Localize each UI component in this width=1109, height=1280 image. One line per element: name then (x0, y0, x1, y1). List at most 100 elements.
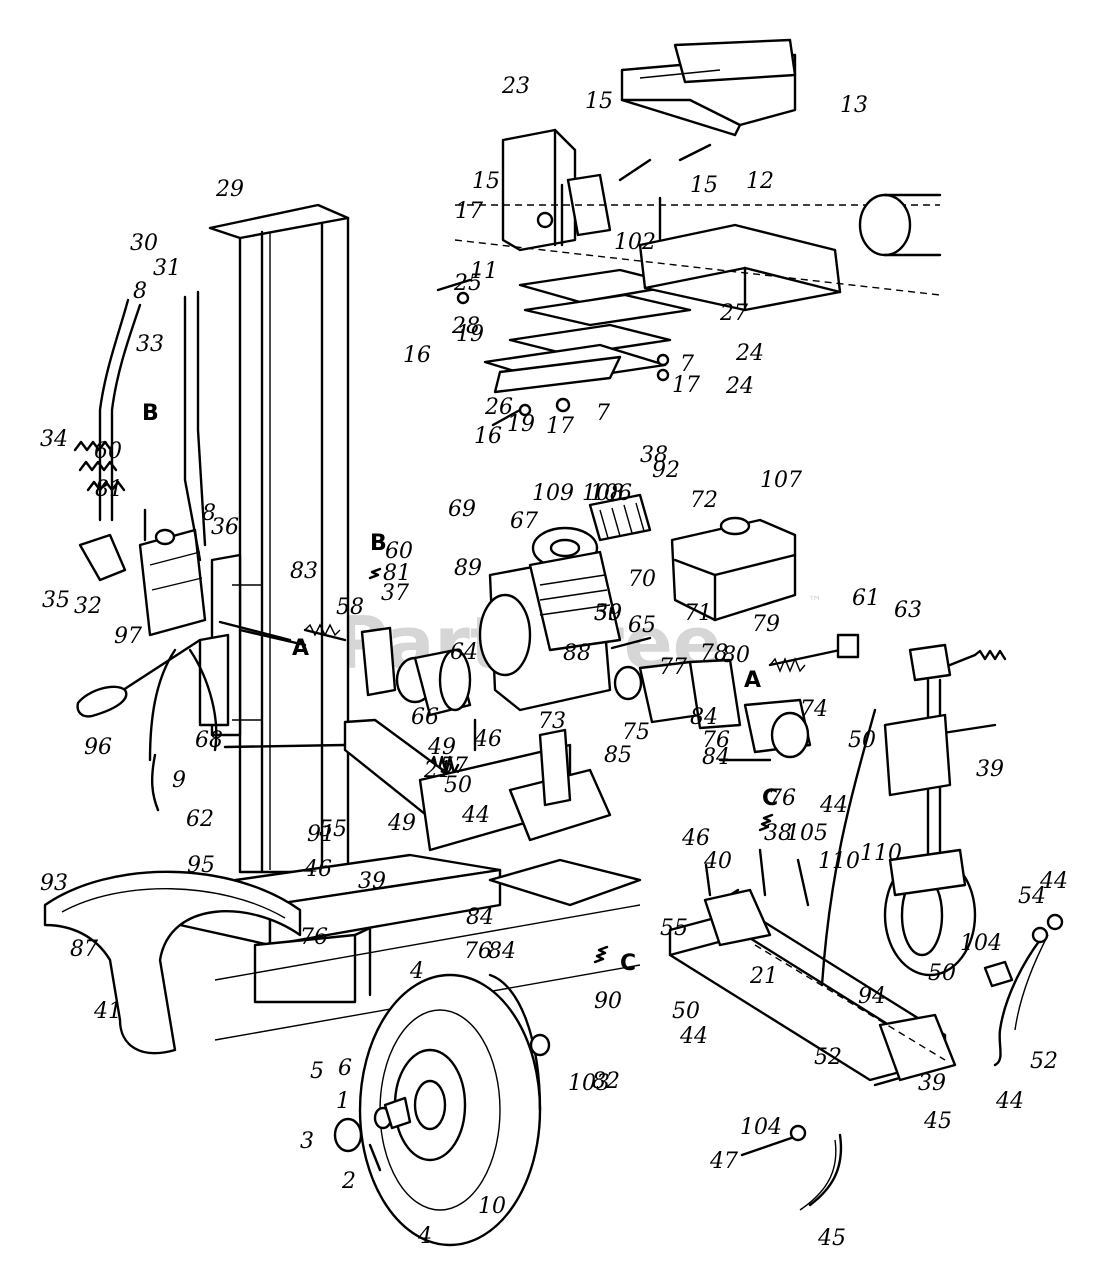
part-label: 40 (703, 849, 732, 874)
part-label: 107 (760, 468, 802, 493)
part-label: 49 (427, 735, 456, 760)
part-label: 44 (461, 803, 490, 828)
part-label: 12 (746, 169, 774, 194)
part-label: 38 (764, 821, 792, 846)
part-label: 37 (381, 581, 409, 606)
connector-letter: A (744, 668, 761, 693)
connector-letter: B (142, 401, 159, 426)
top-bracket (620, 38, 797, 137)
connector-letter: C (762, 786, 778, 811)
hub-hardware (333, 1033, 551, 1172)
part-label: 57 (440, 754, 468, 779)
part-label: 76 (702, 728, 730, 753)
part-label: 44 (995, 1089, 1024, 1114)
part-label: 44 (1039, 869, 1068, 894)
connector-arrows (143, 508, 877, 987)
part-label: 39 (594, 601, 622, 626)
part-label: 24 (725, 374, 754, 399)
part-label: 90 (594, 989, 622, 1014)
part-label: 1 (336, 1089, 350, 1114)
part-label: 68 (195, 728, 223, 753)
part-label: 41 (93, 999, 122, 1024)
part-label: 72 (690, 488, 718, 513)
part-label: 93 (40, 871, 68, 896)
part-label: 75 (622, 720, 650, 745)
part-label: 13 (840, 93, 868, 118)
main-beam (454, 193, 942, 312)
part-label: 97 (114, 624, 142, 649)
filter (360, 626, 472, 717)
part-label: 34 (40, 427, 68, 452)
part-label: 23 (501, 74, 530, 99)
part-label: 50 (848, 728, 876, 753)
part-label: 66 (411, 705, 439, 730)
part-label: 16 (403, 343, 431, 368)
part-label: 61 (852, 586, 880, 611)
part-label: 17 (546, 414, 574, 439)
part-label: 79 (752, 612, 780, 637)
part-label: 17 (455, 199, 483, 224)
part-label: 5 (310, 1059, 324, 1084)
part-label: 15 (690, 173, 718, 198)
part-label: 44 (819, 793, 848, 818)
part-label: 84 (702, 745, 730, 770)
part-label: 87 (70, 937, 98, 962)
part-label: 65 (628, 613, 656, 638)
part-label: 89 (454, 556, 482, 581)
wheel (358, 973, 542, 1247)
part-label: 85 (604, 743, 632, 768)
part-label: 96 (84, 735, 112, 760)
part-label: 67 (510, 509, 538, 534)
part-label: 81 (383, 561, 411, 586)
base-frame (178, 853, 641, 1041)
part-label: 24 (735, 341, 764, 366)
part-label: 27 (719, 301, 748, 326)
part-label: 76 (464, 939, 492, 964)
part-label: 6 (338, 1056, 352, 1081)
part-label: 2 (341, 1169, 356, 1194)
tongue-and-platform (343, 718, 642, 907)
part-label: 45 (817, 1226, 846, 1251)
part-label: 21 (423, 758, 452, 783)
part-label: 70 (628, 567, 656, 592)
part-label: 105 (786, 821, 828, 846)
part-label: 8 (202, 501, 216, 526)
part-label: 15 (585, 89, 613, 114)
wedge-assembly (483, 128, 692, 394)
part-label: 3 (300, 1129, 314, 1154)
part-label: 39 (918, 1071, 946, 1096)
part-label: 84 (488, 939, 516, 964)
part-label: 19 (456, 322, 484, 347)
hydraulic-lines (78, 290, 307, 762)
part-label: 50 (594, 601, 622, 626)
part-label: 104 (740, 1115, 782, 1140)
part-label: 108 (582, 481, 624, 506)
part-label: 60 (385, 539, 413, 564)
part-label: 88 (563, 641, 591, 666)
part-label: 106 (590, 481, 632, 506)
pump-assembly (613, 658, 812, 762)
part-label: 4 (409, 959, 424, 984)
part-label: 29 (215, 177, 244, 202)
part-label: 49 (387, 811, 416, 836)
part-label: 78 (700, 641, 728, 666)
part-label: 91 (307, 822, 335, 847)
part-label: 92 (652, 458, 680, 483)
safety-chains (799, 913, 1064, 1211)
part-label: 17 (672, 373, 700, 398)
part-label: 76 (768, 786, 796, 811)
part-label: 47 (709, 1149, 738, 1174)
connector-letter: C (620, 951, 636, 976)
part-label: 28 (451, 314, 480, 339)
part-label: 71 (684, 601, 712, 626)
part-label: 15 (472, 169, 500, 194)
connector-letter: A (292, 636, 309, 661)
part-label: 10 (478, 1194, 506, 1219)
part-label: 50 (444, 773, 472, 798)
part-label: 76 (300, 925, 328, 950)
fuel-tank (670, 516, 797, 622)
